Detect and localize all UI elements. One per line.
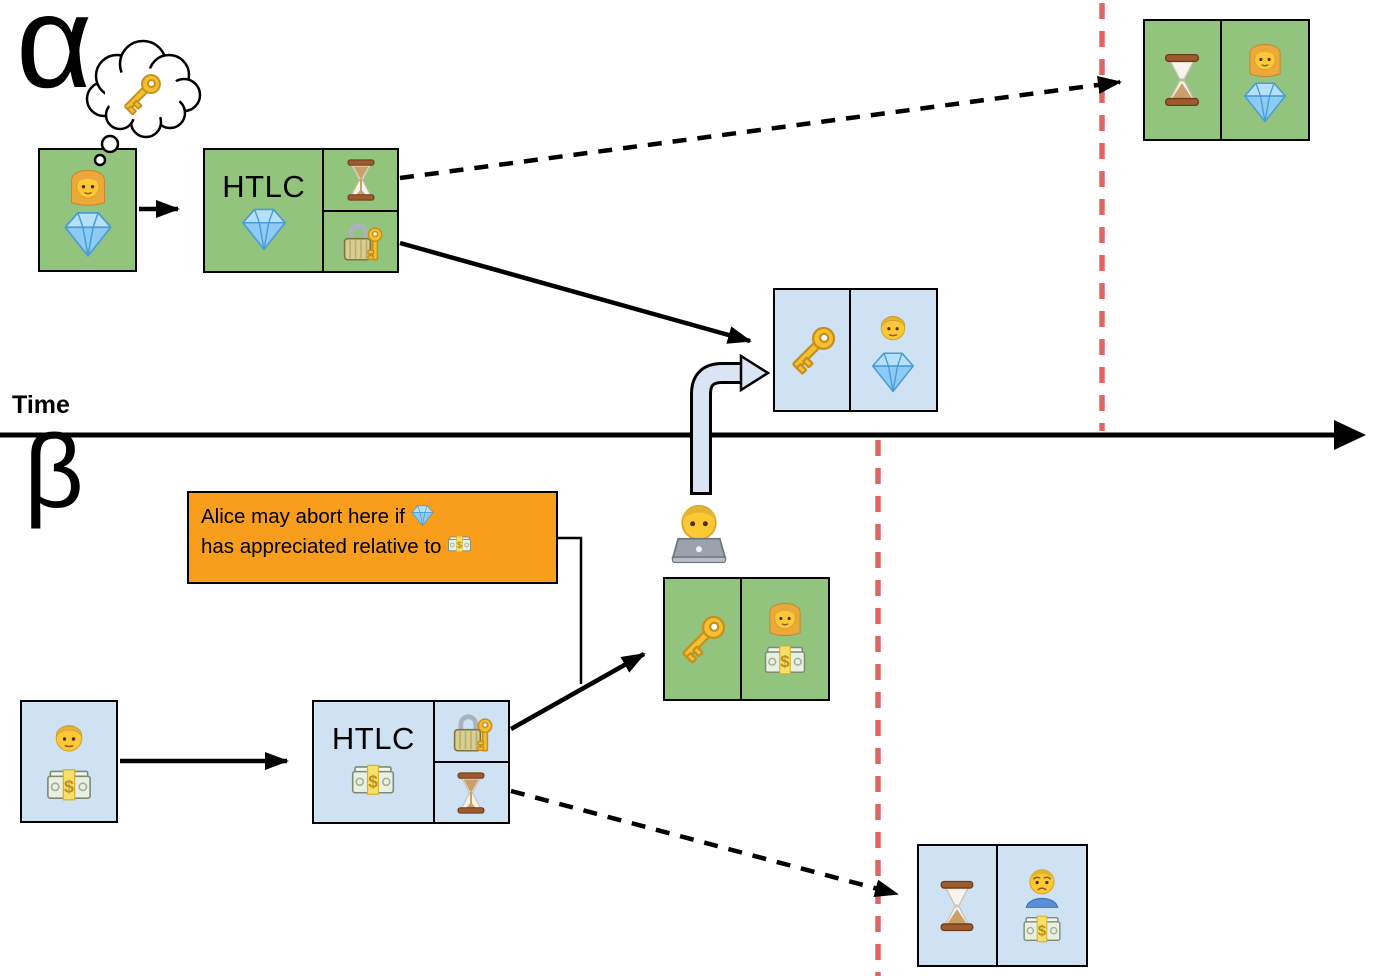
htlc-beta-timeout-cell	[434, 761, 508, 822]
key-icon	[783, 321, 841, 379]
man-icon	[871, 304, 915, 348]
htlc-alpha-hashlock-cell	[324, 209, 397, 272]
alpha-timeout-condition-cell	[1145, 21, 1220, 139]
diamond-icon	[869, 348, 917, 396]
beta-timeout-condition-cell	[919, 846, 996, 965]
time-axis-label: Time	[12, 391, 70, 419]
man-technologist-icon	[662, 496, 736, 570]
thought-key-icon	[119, 70, 165, 116]
hourglass-flowing-icon	[338, 157, 384, 203]
note-connector	[557, 536, 583, 684]
abort-note: Alice may abort here if has appreciated …	[187, 491, 558, 584]
time-axis	[0, 420, 1366, 450]
diamond-icon	[1241, 78, 1289, 126]
beta-timeout-arrow	[510, 788, 899, 898]
key-icon	[673, 610, 731, 668]
alpha-claim-outcome-box	[773, 288, 938, 412]
man-frowning-icon	[1018, 860, 1066, 908]
alice-wallet-box	[38, 148, 137, 272]
money-icon	[446, 531, 473, 558]
woman-icon	[763, 593, 807, 637]
money-icon	[761, 637, 809, 685]
diamond-icon	[239, 204, 289, 254]
diamond-icon	[410, 503, 435, 528]
money-icon	[348, 756, 398, 806]
man-icon	[45, 712, 93, 760]
chain-beta-label: β	[24, 414, 84, 530]
beta-claim-condition-cell	[665, 579, 740, 699]
htlc-alpha-title: HTLC	[222, 169, 306, 204]
woman-icon	[64, 159, 112, 207]
htlc-beta-title: HTLC	[331, 720, 415, 756]
thought-bubble	[85, 39, 202, 167]
bob-wallet-box	[20, 700, 118, 823]
hourglass-done-icon	[929, 878, 985, 934]
beta-claim-outcome-box	[663, 577, 830, 701]
money-icon	[43, 760, 95, 812]
chain-alpha-label: α	[16, 0, 93, 115]
alpha-timeout-arrow	[399, 75, 1122, 181]
hourglass-done-icon	[1153, 51, 1211, 109]
htlc-alpha-timeout-cell	[324, 150, 397, 210]
alpha-claim-condition-cell	[775, 290, 849, 410]
htlc-beta-box: HTLC	[312, 700, 510, 824]
lock-with-key-icon	[446, 707, 496, 757]
beta-claim-arrow	[509, 652, 646, 731]
beta-timeout-outcome-box	[917, 844, 1088, 967]
htlc-alpha-box: HTLC	[203, 148, 399, 273]
abort-note-line2: has appreciated relative to	[201, 535, 442, 558]
money-icon	[1020, 908, 1064, 952]
alpha-timeout-outcome-box	[1143, 19, 1310, 141]
alpha-claim-arrow	[399, 240, 752, 344]
lock-with-key-icon	[336, 216, 386, 266]
key-publish-arrow	[690, 353, 771, 495]
hourglass-flowing-icon	[448, 770, 494, 816]
woman-icon	[1243, 34, 1287, 78]
diamond-icon	[61, 207, 115, 261]
htlc-beta-hashlock-cell	[435, 702, 508, 761]
abort-note-line1: Alice may abort here if	[201, 505, 405, 528]
